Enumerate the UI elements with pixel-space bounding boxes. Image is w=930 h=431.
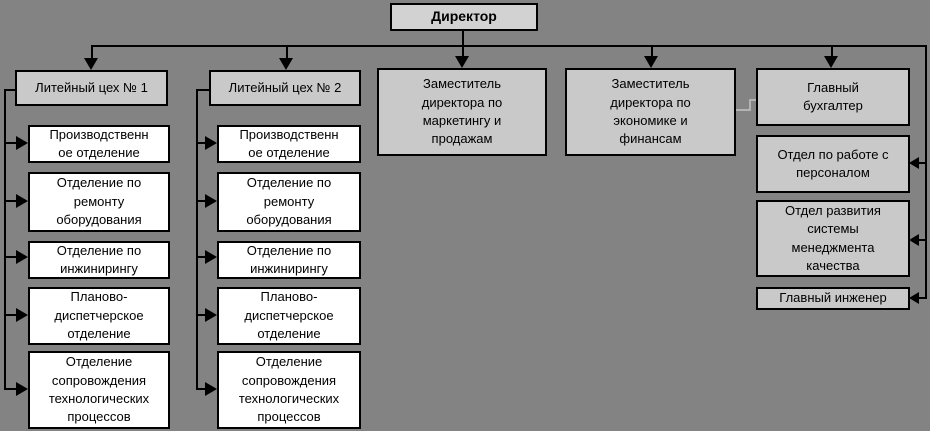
connector-line [91,45,927,47]
arrow-right-icon [16,194,28,208]
connector-line [5,388,16,390]
connector-line [197,142,205,144]
connector-line [651,45,653,57]
node-chief-accountant: Главный бухгалтер [756,68,910,126]
arrow-left-icon [909,157,919,169]
connector-line [4,89,16,91]
node-hr-dept: Отдел по работе с персоналом [756,135,910,193]
arrow-down-icon [84,58,98,70]
connector-line [749,99,757,101]
arrow-down-icon [455,56,469,68]
arrow-right-icon [16,136,28,150]
connector-line [286,45,288,59]
arrow-down-icon [644,56,658,68]
connector-line [5,314,16,316]
arrow-right-icon [205,194,217,208]
node-foundry-1: Литейный цех № 1 [15,70,168,106]
arrow-right-icon [16,382,28,396]
node-qms-dept: Отдел развития системы менеджмента качес… [756,200,910,277]
node-director: Директор [390,3,538,31]
connector-line [462,31,464,57]
connector-line [4,89,6,390]
connector-line [749,99,751,111]
node-foundry2-planning: Планово- диспетчерское отделение [217,287,361,345]
connector-line [917,162,927,164]
node-deputy-finance: Заместитель директора по экономике и фин… [565,68,736,156]
node-foundry1-equipment-repair: Отделение по ремонту оборудования [28,172,170,232]
arrow-left-icon [909,292,919,304]
arrow-right-icon [205,382,217,396]
connector-line [736,109,750,111]
connector-line [917,297,927,299]
node-foundry2-production: Производственн ое отделение [217,125,361,163]
connector-line [196,89,210,91]
connector-line [91,45,93,59]
connector-line [5,256,16,258]
connector-line [831,45,833,57]
arrow-right-icon [205,308,217,322]
connector-line [197,314,205,316]
connector-line [925,45,927,299]
arrow-right-icon [205,136,217,150]
node-foundry-2: Литейный цех № 2 [209,70,361,106]
arrow-down-icon [824,56,838,68]
node-chief-engineer: Главный инженер [756,287,910,310]
connector-line [5,200,16,202]
arrow-right-icon [16,250,28,264]
node-foundry1-engineering: Отделение по инжинирингу [28,241,170,279]
connector-line [197,256,205,258]
node-foundry1-production: Производственн ое отделение [28,125,170,163]
connector-line [917,239,927,241]
connector-line [5,142,16,144]
node-deputy-marketing: Заместитель директора по маркетингу и пр… [377,68,547,156]
arrow-right-icon [205,250,217,264]
node-foundry2-engineering: Отделение по инжинирингу [217,241,361,279]
connector-line [197,388,205,390]
arrow-left-icon [909,234,919,246]
node-foundry2-tech-support: Отделение сопровождения технологических … [217,351,361,429]
arrow-down-icon [279,58,293,70]
connector-line [196,89,198,390]
node-foundry2-equipment-repair: Отделение по ремонту оборудования [217,172,361,232]
node-foundry1-planning: Планово- диспетчерское отделение [28,287,170,345]
arrow-right-icon [16,308,28,322]
node-foundry1-tech-support: Отделение сопровождения технологических … [28,351,170,429]
connector-line [197,200,205,202]
